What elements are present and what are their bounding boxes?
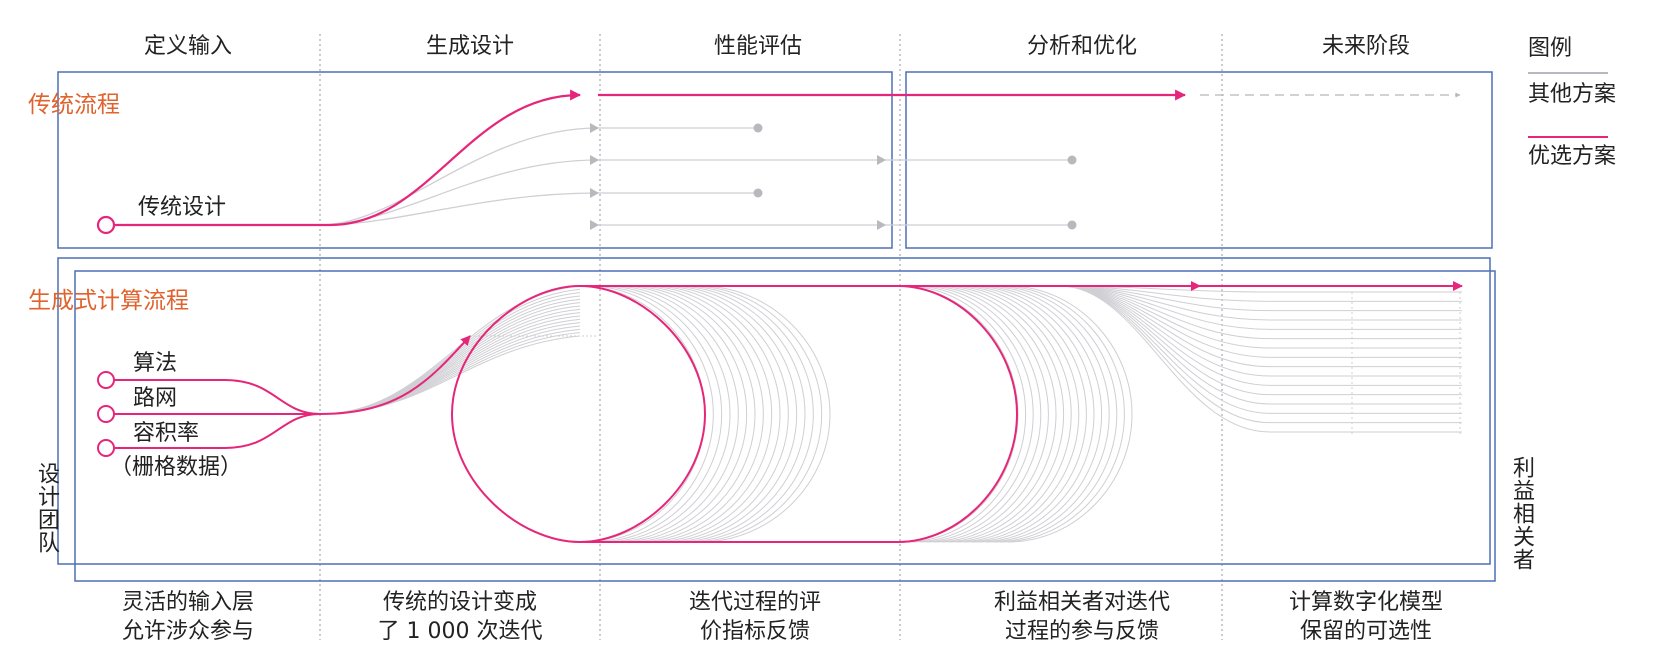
iteration-path (985, 285, 1110, 543)
iteration-path (1007, 285, 1133, 543)
iteration-path (963, 285, 1087, 543)
legend-title: 图例 (1528, 36, 1573, 61)
stage-header-define-input: 定义输入 (143, 34, 233, 59)
generative-input-lines (114, 379, 321, 449)
iteration-path (956, 285, 1080, 543)
caption-generate-design: 传统的设计变成 了 1 000 次迭代 (377, 590, 543, 644)
iteration-path (978, 285, 1103, 543)
iteration-path (319, 285, 581, 415)
stage-header-future: 未来阶段 (1321, 34, 1411, 59)
input-label-algorithm: 算法 (133, 351, 178, 376)
iteration-path (919, 285, 1042, 543)
generative-frame-inner (74, 270, 1496, 582)
iteration-path (993, 285, 1118, 543)
iteration-path (627, 285, 756, 543)
iteration-path (1059, 285, 1462, 433)
caption-analyze-optimize: 利益相关者对迭代 过程的参与反馈 (993, 590, 1171, 644)
iteration-path (579, 285, 706, 543)
iteration-path (1059, 285, 1462, 424)
generative-process-title: 生成式计算流程 (28, 288, 189, 314)
design-team-label: 设计团队 (34, 462, 59, 554)
iteration-path (643, 285, 773, 543)
stage-dividers (319, 34, 1223, 640)
iteration-path (941, 285, 1065, 543)
iteration-path (971, 285, 1095, 543)
iteration-path (1000, 285, 1125, 543)
iteration-path (683, 285, 814, 543)
generative-frame-outer (57, 257, 1491, 565)
caption-future: 计算数字化模型 保留的可选性 (1288, 590, 1444, 644)
iteration-path (927, 285, 1049, 543)
iteration-path (319, 288, 581, 415)
stage-header-performance-eval: 性能评估 (713, 34, 803, 59)
iteration-path (667, 285, 798, 543)
input-label-road-network: 路网 (133, 386, 178, 411)
input-label-plot-ratio: 容积率 (133, 421, 200, 446)
legend-other-label: 其他方案 (1528, 82, 1617, 107)
iteration-path (897, 285, 1019, 543)
iteration-path (691, 285, 823, 543)
stakeholders-label: 利益相关者 (1509, 456, 1534, 571)
iteration-path (949, 285, 1072, 543)
iteration-path (595, 285, 723, 543)
generative-preferred-path (319, 281, 1463, 544)
traditional-preferred-path (115, 89, 1187, 227)
iteration-path (603, 285, 731, 543)
iteration-path (699, 285, 831, 543)
iteration-path (611, 285, 739, 543)
iteration-path (675, 285, 806, 543)
iteration-path (659, 285, 789, 543)
generative-input-nodes (97, 371, 115, 457)
frames (57, 71, 1496, 582)
iteration-path (905, 285, 1027, 543)
iteration-path (619, 285, 748, 543)
traditional-design-label: 传统设计 (138, 195, 227, 220)
caption-define-input: 灵活的输入层 允许涉众参与 (121, 590, 255, 644)
traditional-alt-arrows (590, 123, 1077, 230)
traditional-start-node (96, 215, 116, 235)
stage-header-analyze-optimize: 分析和优化 (1026, 34, 1138, 59)
legend-preferred-label: 优选方案 (1528, 144, 1617, 169)
input-label-raster-note: （栅格数据） (110, 455, 243, 480)
iteration-path (587, 285, 714, 543)
iteration-path (635, 285, 764, 543)
iteration-path (1059, 285, 1462, 302)
stage-header-generate-design: 生成设计 (425, 34, 515, 59)
iteration-path (651, 285, 781, 543)
caption-performance-eval: 迭代过程的评 价指标反馈 (688, 590, 822, 644)
traditional-process-title: 传统流程 (28, 92, 120, 118)
generative-iteration-loops (319, 285, 1462, 543)
iteration-path (912, 285, 1034, 543)
iteration-path (934, 285, 1057, 543)
